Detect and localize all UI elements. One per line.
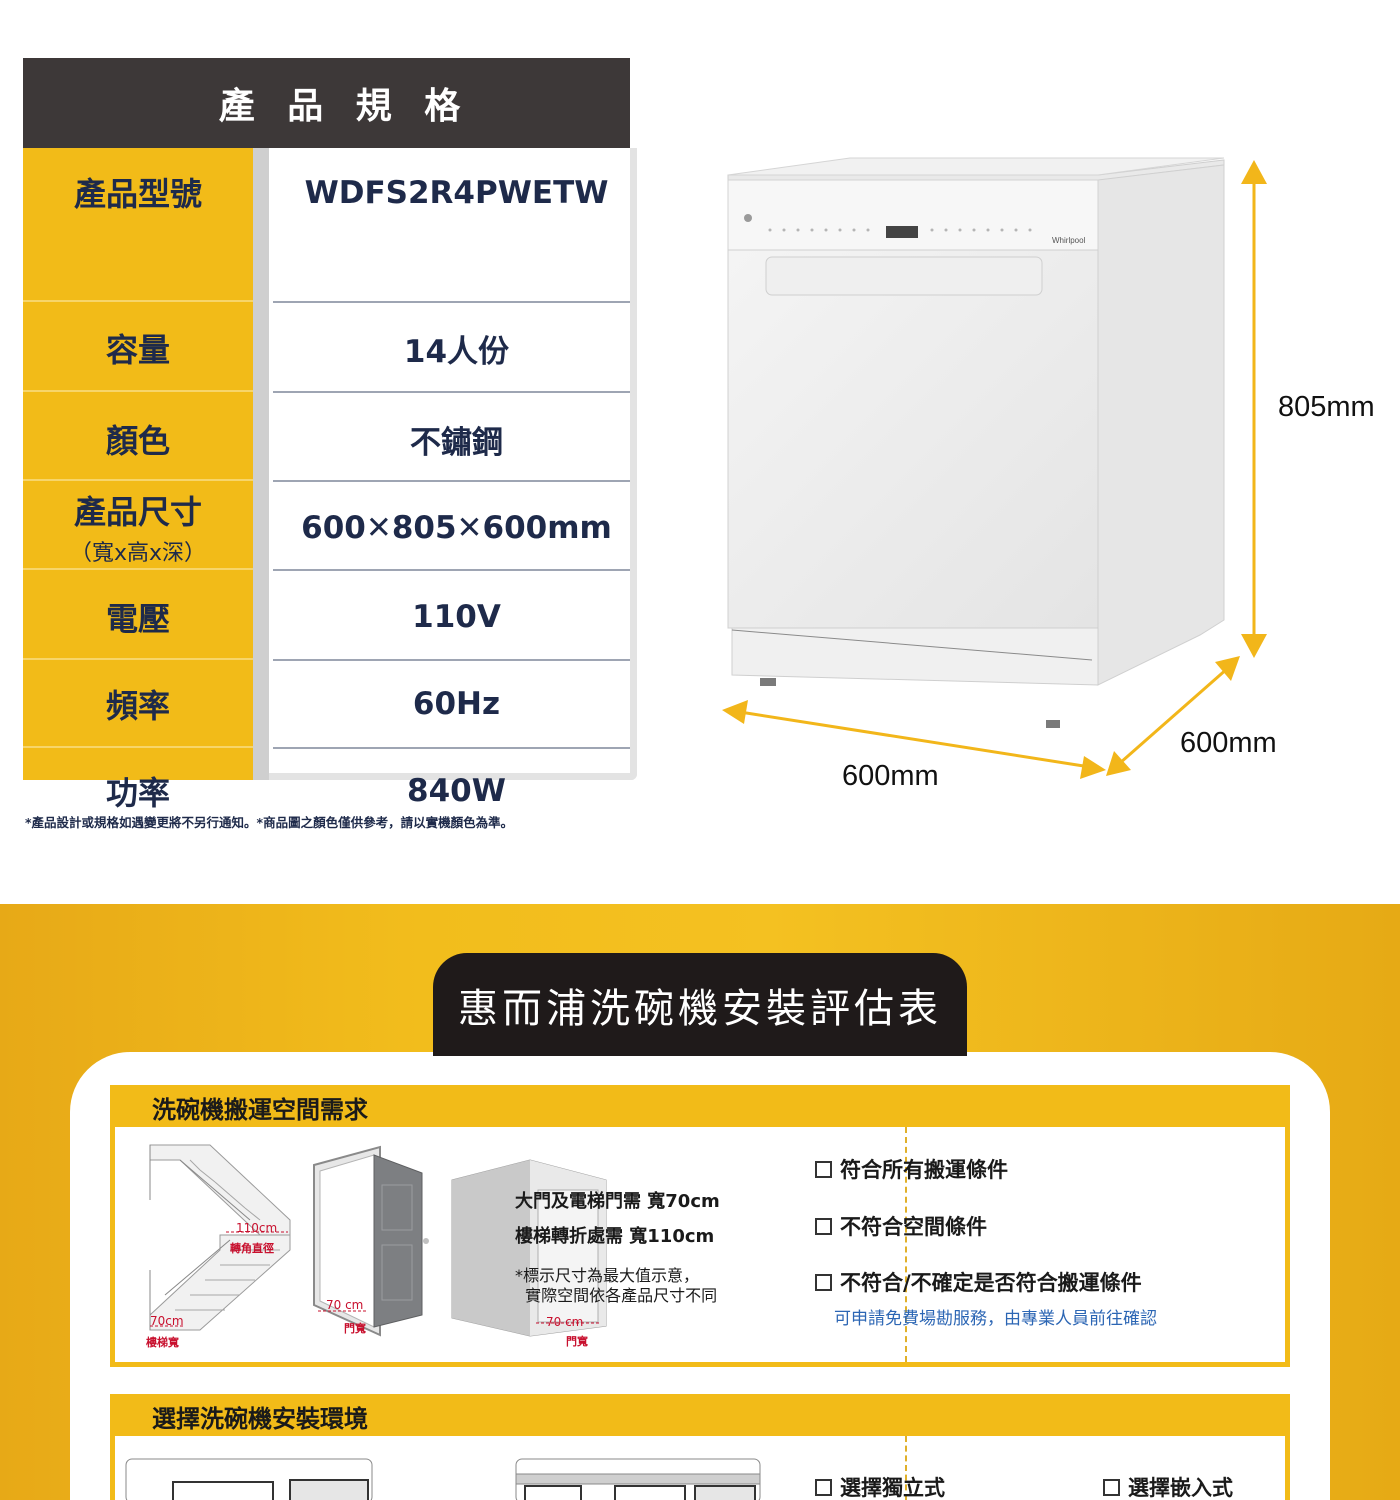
option-meets-all[interactable]: 符合所有搬運條件 — [815, 1154, 1008, 1184]
spec-gray-divider — [253, 148, 269, 780]
arrow-down-left-icon — [1106, 751, 1131, 776]
spec-label-text: 功率 — [105, 774, 170, 812]
spec-label-divider — [23, 479, 253, 481]
door-handle — [765, 256, 1043, 296]
spec-label-color: 顏色 — [23, 394, 253, 484]
spec-label-text: 電壓 — [105, 600, 170, 638]
spec-value-divider — [273, 569, 630, 571]
spec-label-divider — [23, 390, 253, 392]
option-space-fail[interactable]: 不符合空間條件 — [815, 1211, 987, 1241]
arrow-left-icon — [722, 700, 748, 724]
section-header-transport: 洗碗機搬運空間需求 — [110, 1085, 1290, 1129]
stair-width-label: 樓梯寬 — [146, 1336, 179, 1349]
dimension-arrows — [722, 160, 1267, 779]
spec-label-model: 產品型號 — [23, 148, 253, 236]
arrow-up-icon — [1241, 160, 1267, 184]
elevator-icon — [451, 1159, 607, 1337]
spec-label-divider — [23, 746, 253, 748]
spec-title: 產 品 規 格 — [23, 58, 630, 148]
dimension-figure: Whirlpool — [700, 140, 1400, 820]
width-dimension: 600mm — [842, 760, 939, 792]
spec-value-frequency: 60Hz — [412, 686, 501, 722]
section-header-install: 選擇洗碗機安裝環境 — [110, 1394, 1290, 1438]
spec-label-text: 產品型號 — [73, 175, 202, 213]
elevator-label: 門寬 — [566, 1335, 588, 1348]
stair-width-dimension: 70cm — [150, 1314, 184, 1328]
spec-table: 產 品 規 格 產品型號 容量 顏色 產品尺寸 （寬x高x深） 電壓 頻率 功率… — [23, 58, 637, 812]
door-icon — [313, 1145, 429, 1337]
arrow-down-icon — [1241, 634, 1267, 658]
requirement-door: 大門及電梯門需 寬70cm — [515, 1191, 720, 1212]
dishwasher-illustration: Whirlpool — [727, 157, 1225, 728]
freestanding-illustration — [125, 1458, 373, 1500]
door-dimension: 70 cm — [326, 1298, 364, 1312]
dishwasher-door — [727, 249, 1099, 629]
option-uncertain[interactable]: 不符合/不確定是否符合搬運條件 — [815, 1267, 1142, 1297]
spec-value-divider — [273, 659, 630, 661]
checkbox-icon[interactable] — [815, 1273, 832, 1291]
option-builtin[interactable]: 選擇嵌入式 — [1103, 1472, 1233, 1500]
checkbox-icon[interactable] — [815, 1217, 832, 1235]
spec-label-divider — [23, 300, 253, 302]
spec-label-divider — [23, 568, 253, 570]
spec-value-capacity: 14人份 — [403, 333, 510, 370]
option-label: 選擇嵌入式 — [1128, 1476, 1233, 1500]
spec-label-text: 容量 — [105, 331, 170, 369]
door-label: 門寬 — [344, 1322, 366, 1335]
spec-label-capacity: 容量 — [23, 303, 253, 393]
brand-logo: Whirlpool — [1052, 236, 1086, 245]
option-label: 符合所有搬運條件 — [840, 1158, 1008, 1182]
survey-service-note: 可申請免費場勘服務，由專業人員前往確認 — [834, 1309, 1157, 1329]
requirement-note: *標示尺寸為最大值示意， 實際空間依各產品尺寸不同 — [515, 1266, 718, 1305]
control-panel — [727, 179, 1099, 251]
assessment-title: 惠而浦洗碗機安裝評估表 — [433, 953, 967, 1056]
spec-label-text: 頻率 — [105, 687, 170, 725]
spec-label-text: 顏色 — [105, 422, 170, 460]
stair-turn-dimension: 110cm — [236, 1221, 278, 1235]
arrow-up-right-icon — [1215, 656, 1240, 681]
dashed-divider — [905, 1436, 907, 1500]
spec-value-voltage: 110V — [412, 599, 501, 635]
option-label: 不符合空間條件 — [840, 1215, 987, 1239]
staircase-icon — [149, 1144, 291, 1331]
spec-label-column: 產品型號 容量 顏色 產品尺寸 （寬x高x深） 電壓 頻率 功率 — [23, 148, 253, 812]
spec-value-model: WDFS2R4PWETW — [304, 175, 609, 211]
section-transport-box — [110, 1127, 1290, 1367]
spec-label-text: 產品尺寸 — [73, 493, 202, 531]
option-freestanding[interactable]: 選擇獨立式 — [815, 1472, 945, 1500]
dashed-divider — [905, 1127, 907, 1362]
spec-value-column: WDFS2R4PWETW 14人份 不鏽鋼 600✕805✕600mm 110V… — [269, 148, 637, 809]
display-icon — [886, 226, 918, 238]
spec-label-subtext: （寬x高x深） — [69, 541, 207, 566]
spec-value-divider — [273, 480, 630, 482]
disclaimer: *產品設計或規格如遇變更將不另行通知。*商品圖之顏色僅供參考，請以實機顏色為準。 — [25, 815, 514, 830]
checkbox-icon[interactable] — [815, 1160, 832, 1178]
spec-label-divider — [23, 658, 253, 660]
depth-dimension: 600mm — [1180, 727, 1277, 759]
checkbox-icon[interactable] — [815, 1478, 832, 1496]
stair-turn-label: 轉角直徑 — [230, 1242, 274, 1255]
spec-label-size: 產品尺寸 （寬x高x深） — [23, 482, 253, 572]
height-dimension: 805mm — [1278, 391, 1375, 423]
spec-label-power: 功率 — [23, 748, 253, 834]
option-label: 選擇獨立式 — [840, 1476, 945, 1500]
spec-value-color: 不鏽鋼 — [410, 424, 503, 461]
spec-value-divider — [273, 391, 630, 393]
spec-label-voltage: 電壓 — [23, 572, 253, 662]
builtin-illustration — [515, 1458, 761, 1500]
checkbox-icon[interactable] — [1103, 1478, 1120, 1496]
spec-value-divider — [273, 747, 630, 749]
elevator-dimension: 70 cm — [546, 1315, 584, 1329]
spec-value-divider — [273, 301, 630, 303]
spec-label-frequency: 頻率 — [23, 660, 253, 748]
spec-value-power: 840W — [407, 773, 506, 809]
requirement-stair: 樓梯轉折處需 寬110cm — [515, 1226, 715, 1247]
spec-value-size: 600✕805✕600mm — [301, 510, 612, 546]
arrow-right-icon — [1080, 756, 1106, 779]
option-label: 不符合/不確定是否符合搬運條件 — [840, 1271, 1142, 1295]
